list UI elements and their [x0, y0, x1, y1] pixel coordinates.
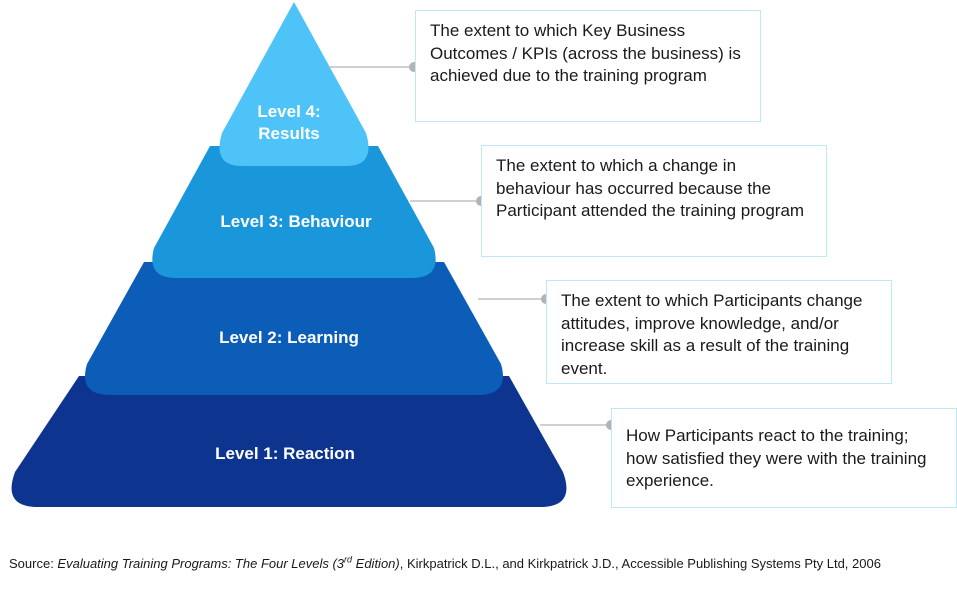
connector-level-1 — [540, 420, 616, 430]
source-title-superscript: rd — [344, 554, 353, 565]
connector-level-4 — [327, 62, 419, 72]
connector-level-2 — [478, 294, 551, 304]
connector-level-3 — [410, 196, 486, 206]
level-4-label-line2: Results — [258, 124, 319, 143]
source-citation: Source: Evaluating Training Programs: Th… — [9, 555, 939, 572]
pyramid-level-2 — [85, 262, 503, 395]
level-3-label: Level 3: Behaviour — [220, 212, 372, 231]
source-prefix: Source: — [9, 556, 58, 571]
level-2-description: The extent to which Participants change … — [546, 280, 892, 384]
source-title-main: Evaluating Training Programs: The Four L… — [57, 556, 345, 571]
level-1-description: How Participants react to the training; … — [611, 408, 957, 508]
level-1-label: Level 1: Reaction — [215, 444, 355, 463]
pyramid-level-4 — [219, 2, 369, 166]
source-suffix: , Kirkpatrick D.L., and Kirkpatrick J.D.… — [399, 556, 881, 571]
pyramid-level-1 — [11, 376, 567, 507]
source-title-end: Edition) — [352, 556, 400, 571]
pyramid-level-3 — [152, 146, 436, 278]
source-title: Evaluating Training Programs: The Four L… — [57, 554, 400, 571]
level-4-label-line1: Level 4: — [257, 102, 320, 121]
level-4-description: The extent to which Key Business Outcome… — [415, 10, 761, 122]
level-3-description: The extent to which a change in behaviou… — [481, 145, 827, 257]
level-2-label: Level 2: Learning — [219, 328, 359, 347]
